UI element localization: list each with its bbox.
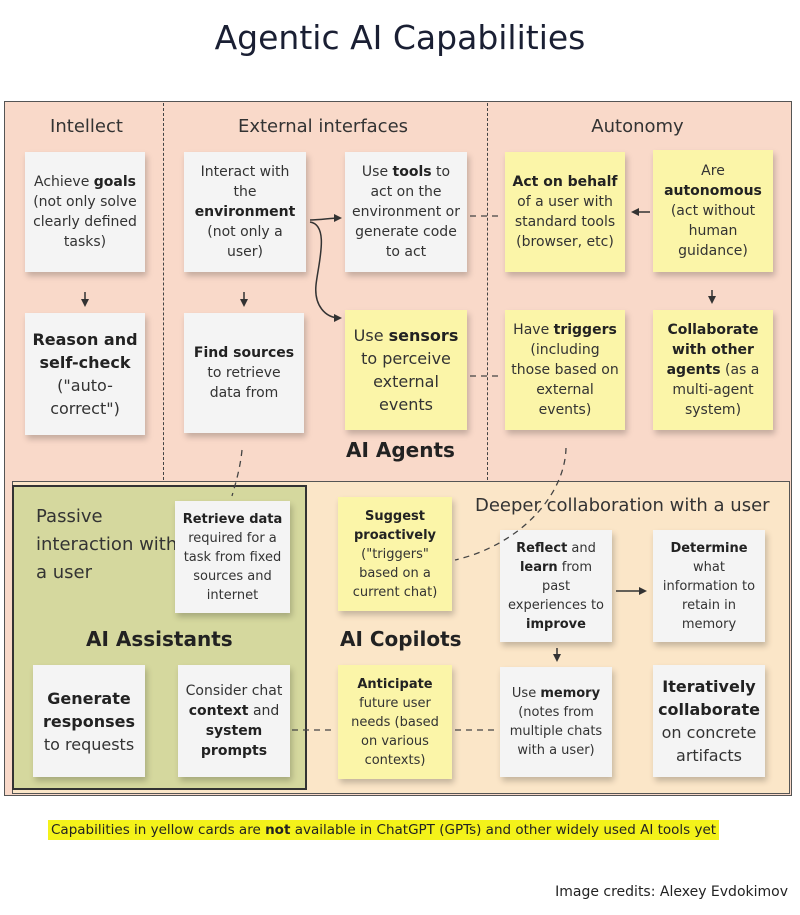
card-retrieve-data: Retrieve data required for a task from f…: [175, 501, 290, 613]
ai-copilots-label: AI Copilots: [340, 627, 462, 651]
card-use-tools: Use tools to act on the environment or g…: [345, 152, 467, 272]
section-external-interfaces: External interfaces: [237, 116, 409, 137]
card-find-sources: Find sources to retrieve data from: [184, 313, 304, 433]
image-credit: Image credits: Alexey Evdokimov: [555, 884, 788, 900]
yellow-card-note: Capabilities in yellow cards are not ava…: [48, 820, 720, 840]
card-iteratively-collaborate: Iteratively collaborate on concrete arti…: [653, 665, 765, 777]
page-title: Agentic AI Capabilities: [214, 18, 586, 57]
section-autonomy: Autonomy: [591, 116, 684, 137]
divider-autonomy: [487, 103, 488, 480]
passive-interaction-label: Passive interaction with a user: [36, 506, 178, 583]
card-reflect-learn: Reflect and learn from past experiences …: [500, 530, 612, 642]
card-use-memory: Use memory (notes from multiple chats wi…: [500, 667, 612, 777]
card-generate-responses: Generate responses to requests: [33, 665, 145, 777]
card-reason-self-check: Reason and self-check ("auto-correct"): [25, 313, 145, 435]
section-intellect: Intellect: [50, 116, 123, 137]
deeper-collaboration-label: Deeper collaboration with a user: [475, 495, 770, 516]
card-determine-retain: Determine what information to retain in …: [653, 530, 765, 642]
card-act-on-behalf: Act on behalf of a user with standard to…: [505, 152, 625, 272]
ai-agents-label: AI Agents: [346, 438, 455, 462]
divider-intellect: [163, 103, 164, 480]
card-have-triggers: Have triggers (including those based on …: [505, 310, 625, 430]
card-achieve-goals: Achieve goals (not only solve clearly de…: [25, 152, 145, 272]
card-interact-environment: Interact with the environment (not only …: [184, 152, 306, 272]
card-use-sensors: Use sensors to perceive external events: [345, 310, 467, 430]
card-anticipate-needs: Anticipate future user needs (based on v…: [338, 665, 452, 779]
card-suggest-proactively: Suggest proactively ("triggers" based on…: [338, 497, 452, 611]
card-are-autonomous: Are autonomous (act without human guidan…: [653, 150, 773, 272]
card-consider-context: Consider chat context and system prompts: [178, 665, 290, 777]
card-collaborate-agents: Collaborate with other agents (as a mult…: [653, 310, 773, 430]
ai-assistants-label: AI Assistants: [86, 627, 233, 651]
